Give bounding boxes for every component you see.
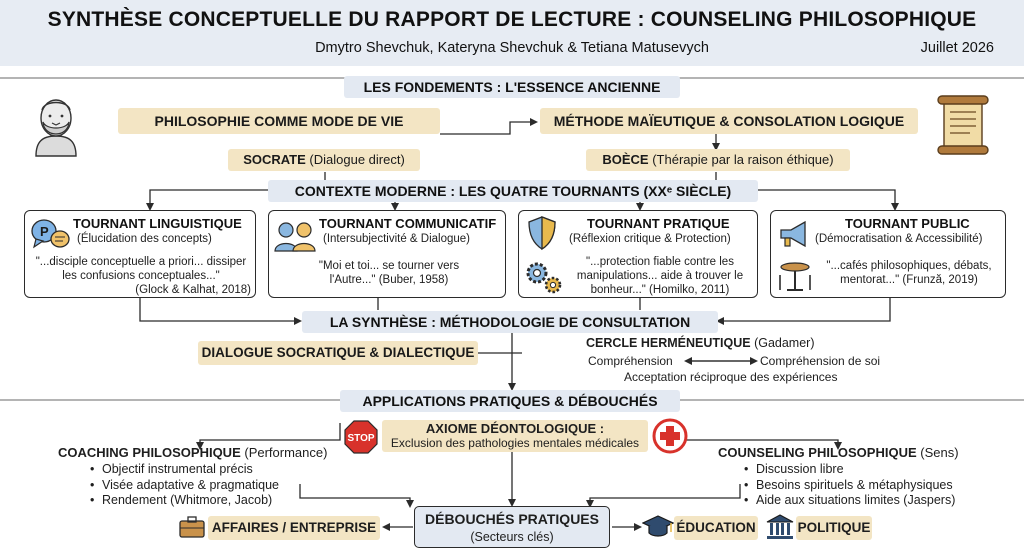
coaching-label: COACHING PHILOSOPHIQUE (58, 445, 241, 460)
socrates-box: SOCRATE (Dialogue direct) (228, 149, 420, 171)
public-turn-quote: "...cafés philosophiques, débats, mentor… (826, 260, 992, 286)
speech-bubble-icon: P (30, 217, 70, 253)
socratic-dialogue-box: DIALOGUE SOCRATIQUE & DIALECTIQUE (198, 341, 478, 365)
hermeneutic-circle-title: CERCLE HERMÉNEUTIQUE (Gadamer) (586, 336, 876, 350)
page-title: SYNTHÈSE CONCEPTUELLE DU RAPPORT DE LECT… (47, 8, 977, 31)
practical-turn-title: TOURNANT PRATIQUE (587, 216, 730, 231)
svg-text:P: P (40, 224, 49, 239)
header-band (0, 0, 1024, 66)
practical-turn-card: TOURNANT PRATIQUE (Réflexion critique & … (518, 210, 758, 298)
business-sector: AFFAIRES / ENTREPRISE (208, 516, 380, 540)
politics-sector: POLITIQUE (796, 516, 872, 540)
self-comprehension-label: Compréhension de soi (760, 354, 881, 368)
boethius-note: (Thérapie par la raison éthique) (648, 152, 834, 167)
cafe-table-icon (777, 259, 813, 293)
medical-cross-icon (652, 418, 688, 454)
graduation-cap-icon (641, 514, 675, 540)
education-sector: ÉDUCATION (674, 516, 758, 540)
public-turn-title: TOURNANT PUBLIC (845, 216, 970, 231)
modern-context-heading: CONTEXTE MODERNE : LES QUATRE TOURNANTS … (268, 180, 758, 202)
communicative-turn-card: TOURNANT COMMUNICATIF (Intersubjectivité… (268, 210, 506, 298)
synthesis-heading: LA SYNTHÈSE : MÉTHODOLOGIE DE CONSULTATI… (302, 311, 718, 333)
boethius-name: BOÈCE (602, 152, 649, 167)
practical-turn-subtitle: (Réflexion critique & Protection) (569, 233, 731, 245)
communicative-turn-subtitle: (Intersubjectivité & Dialogue) (323, 233, 471, 245)
linguistic-turn-title: TOURNANT LINGUISTIQUE (73, 216, 242, 231)
outlets-subtitle: (Secteurs clés) (470, 530, 554, 544)
way-of-life-box: PHILOSOPHIE COMME MODE DE VIE (118, 108, 440, 134)
megaphone-icon (777, 219, 809, 249)
counseling-title: COUNSELING PHILOSOPHIQUE (Sens) (718, 445, 959, 460)
government-building-icon (766, 513, 794, 541)
counseling-list: Discussion libre Besoins spirituels & mé… (742, 462, 1012, 509)
shield-icon (527, 215, 557, 251)
list-item: Aide aux situations limites (Jaspers) (742, 493, 1012, 509)
outlets-box: DÉBOUCHÉS PRATIQUES (Secteurs clés) (414, 506, 610, 548)
list-item: Visée adaptative & pragmatique (88, 478, 348, 494)
socrates-bust-icon (22, 92, 90, 158)
acceptance-label: Acceptation réciproque des expériences (624, 370, 838, 384)
outlets-title: DÉBOUCHÉS PRATIQUES (425, 511, 599, 527)
counseling-note: (Sens) (916, 445, 959, 460)
socrates-note: (Dialogue direct) (305, 152, 405, 167)
public-turn-card: TOURNANT PUBLIC (Démocratisation & Acces… (770, 210, 1006, 298)
comprehension-label: Compréhension (588, 354, 673, 368)
gears-icon (523, 257, 563, 295)
scroll-icon (932, 92, 994, 158)
authors: Dmytro Shevchuk, Kateryna Shevchuk & Tet… (315, 40, 709, 56)
stop-sign-icon: STOP (344, 420, 378, 454)
linguistic-turn-cite: (Glock & Kalhat, 2018) (135, 284, 251, 296)
axiom-text: Exclusion des pathologies mentales médic… (390, 436, 640, 450)
maieutic-method-box: MÉTHODE MAÏEUTIQUE & CONSOLATION LOGIQUE (540, 108, 918, 134)
linguistic-turn-quote: "...disciple conceptuelle a priori... di… (35, 256, 247, 282)
coaching-title: COACHING PHILOSOPHIQUE (Performance) (58, 445, 327, 460)
briefcase-icon (178, 515, 206, 539)
axiom-box: AXIOME DÉONTOLOGIQUE : Exclusion des pat… (382, 420, 648, 452)
hermeneutic-circle-label: CERCLE HERMÉNEUTIQUE (586, 336, 751, 350)
communicative-turn-title: TOURNANT COMMUNICATIF (319, 216, 497, 231)
linguistic-turn-subtitle: (Élucidation des concepts) (77, 233, 212, 245)
coaching-note: (Performance) (240, 445, 328, 460)
counseling-label: COUNSELING PHILOSOPHIQUE (718, 445, 917, 460)
applications-heading: APPLICATIONS PRATIQUES & DÉBOUCHÉS (340, 390, 680, 412)
public-turn-subtitle: (Démocratisation & Accessibilité) (815, 233, 983, 245)
list-item: Rendement (Whitmore, Jacob) (88, 493, 348, 509)
stop-sign-text: STOP (347, 433, 374, 444)
list-item: Discussion libre (742, 462, 1012, 478)
date: Juillet 2026 (920, 40, 994, 56)
list-item: Besoins spirituels & métaphysiques (742, 478, 1012, 494)
practical-turn-quote: "...protection fiable contre les manipul… (576, 256, 744, 296)
communicative-turn-quote: "Moi et toi... se tourner vers l'Autre..… (318, 260, 460, 286)
foundations-heading: LES FONDEMENTS : L'ESSENCE ANCIENNE (344, 76, 680, 98)
axiom-title: AXIOME DÉONTOLOGIQUE : (425, 421, 605, 436)
coaching-list: Objectif instrumental précis Visée adapt… (88, 462, 348, 509)
linguistic-turn-card: P TOURNANT LINGUISTIQUE (Élucidation des… (24, 210, 256, 298)
hermeneutic-circle-author: (Gadamer) (750, 336, 815, 350)
list-item: Objectif instrumental précis (88, 462, 348, 478)
people-dialogue-icon (273, 219, 317, 253)
boethius-box: BOÈCE (Thérapie par la raison éthique) (586, 149, 850, 171)
socrates-name: SOCRATE (243, 152, 306, 167)
